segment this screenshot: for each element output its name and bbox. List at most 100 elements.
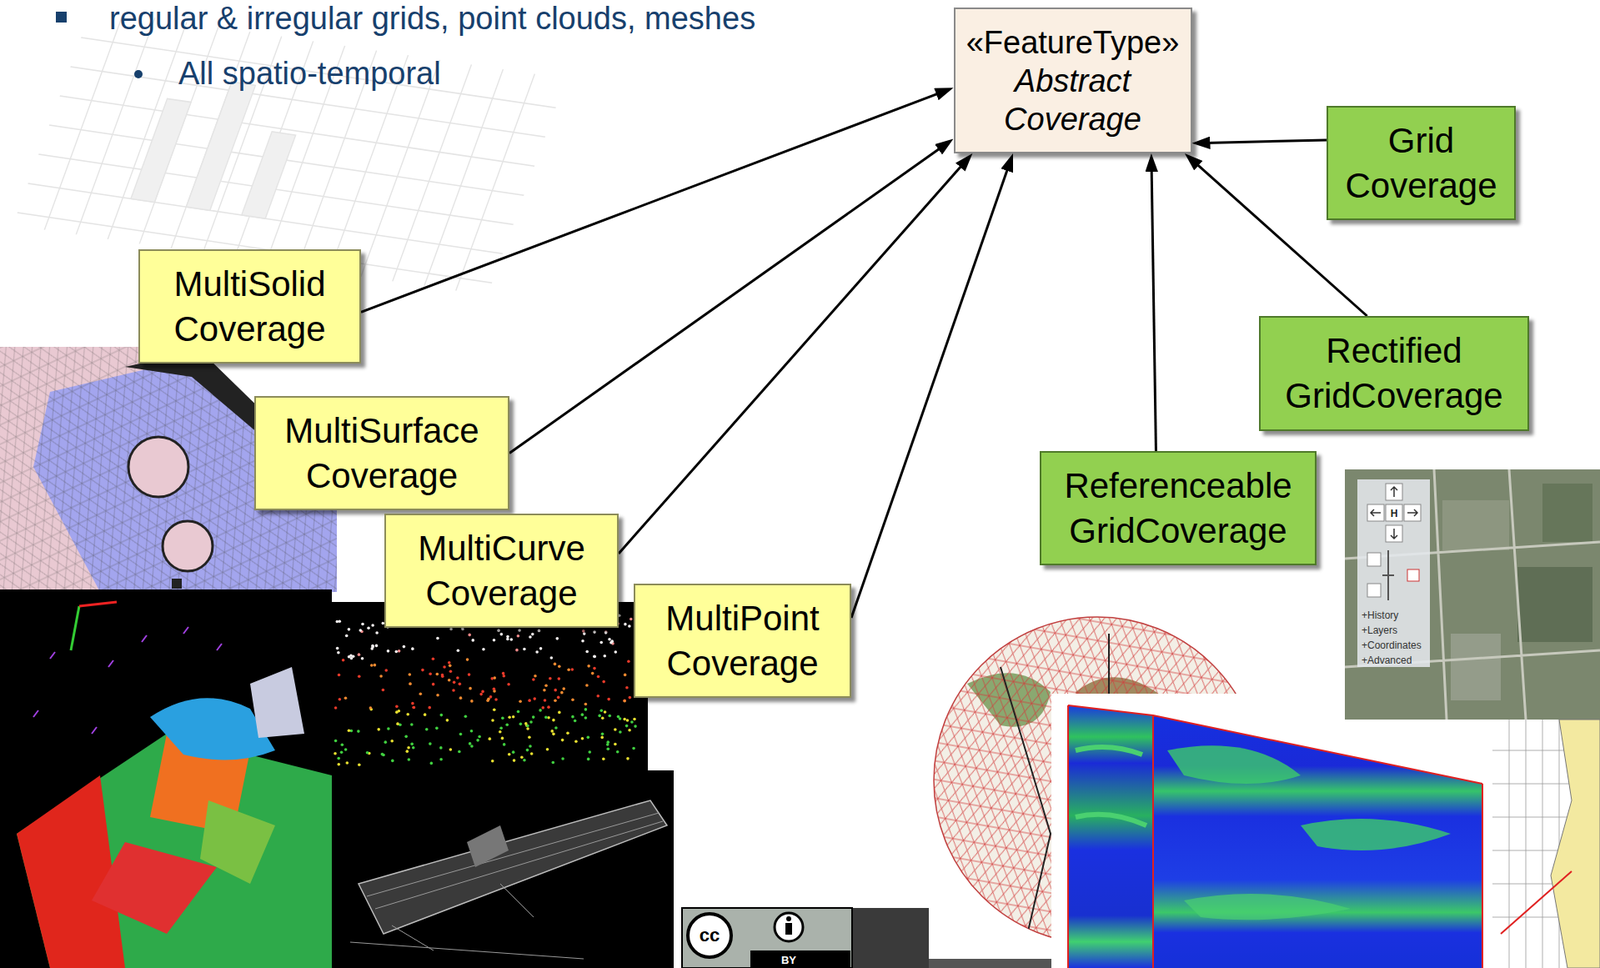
multi-class-box: MultiSolid Coverage xyxy=(138,249,362,364)
point-cloud-dot xyxy=(531,632,535,637)
point-cloud-dot xyxy=(584,702,588,707)
point-cloud-dot xyxy=(592,655,597,659)
point-cloud-dot xyxy=(467,633,472,637)
point-cloud-dot xyxy=(601,757,606,761)
point-cloud-dot xyxy=(601,732,605,737)
map-screenshot-illustration-part xyxy=(1450,633,1501,701)
point-cloud-dot xyxy=(628,696,632,700)
point-cloud-dot xyxy=(585,683,589,688)
point-cloud-dot xyxy=(532,697,537,701)
point-cloud-dot xyxy=(419,692,423,696)
point-cloud-dot xyxy=(456,676,460,680)
multi-class-box: MultiSurface Coverage xyxy=(254,396,510,511)
point-cloud-dot xyxy=(431,657,436,661)
point-cloud-dot xyxy=(369,706,373,710)
point-cloud-dot xyxy=(531,677,536,682)
point-cloud-dot xyxy=(436,636,440,641)
point-cloud-dot xyxy=(376,727,381,732)
point-cloud-dot xyxy=(571,715,575,719)
point-cloud-dot xyxy=(373,663,377,668)
point-cloud-dot xyxy=(623,622,627,627)
point-cloud-dot xyxy=(407,757,412,762)
point-cloud-dot xyxy=(390,739,394,743)
point-cloud-dot xyxy=(584,716,588,720)
point-cloud-dot xyxy=(492,638,497,643)
background-table-watermark-part xyxy=(130,98,191,202)
point-cloud-dot xyxy=(623,673,627,678)
map-screenshot-illustration-part xyxy=(1357,479,1430,668)
stereotype: «FeatureType» xyxy=(963,23,1183,62)
point-cloud-dot xyxy=(585,650,589,654)
point-cloud-dot xyxy=(498,730,502,734)
point-cloud-dot xyxy=(397,709,402,713)
point-cloud-dot xyxy=(467,672,472,677)
point-cloud-dot xyxy=(603,710,607,714)
point-cloud-dot xyxy=(490,677,494,681)
point-cloud-dot xyxy=(506,682,511,687)
point-cloud-dot xyxy=(627,624,632,628)
point-cloud-dot xyxy=(464,714,468,718)
terrain-illustration-part xyxy=(200,800,276,884)
point-cloud-dot xyxy=(391,759,395,763)
point-cloud-dot xyxy=(491,759,495,763)
data-cube-illustration-part xyxy=(1300,818,1451,851)
data-cube-illustration-part xyxy=(1068,705,1483,968)
grid-class-box: Grid Coverage xyxy=(1326,105,1516,221)
bullet-markers-part xyxy=(55,11,67,23)
coastline-grid-illustration xyxy=(1492,719,1600,968)
point-cloud-dot xyxy=(468,687,472,691)
point-cloud-dot xyxy=(456,648,461,653)
point-cloud-dot xyxy=(625,724,629,728)
class-name: Grid Coverage xyxy=(1336,118,1506,209)
point-cloud-dot xyxy=(515,648,519,653)
point-cloud-dot xyxy=(421,668,425,673)
point-cloud-dot xyxy=(560,691,564,695)
point-cloud-dot xyxy=(551,761,556,765)
point-cloud-dot xyxy=(458,682,462,687)
point-cloud-dot xyxy=(476,738,480,743)
point-cloud-dot xyxy=(337,620,342,624)
point-cloud-dot xyxy=(566,731,570,735)
point-cloud-dot xyxy=(341,743,345,748)
license-badge-part xyxy=(852,907,929,968)
background-table-watermark-part xyxy=(185,81,256,211)
point-cloud-dot xyxy=(597,714,602,718)
point-cloud-dot xyxy=(518,699,522,703)
point-cloud-dot xyxy=(604,630,608,634)
point-cloud-dot xyxy=(553,662,557,667)
class-name: Referenceable GridCoverage xyxy=(1049,463,1307,554)
generalization-arrow xyxy=(1151,166,1156,452)
class-name: Rectified GridCoverage xyxy=(1268,328,1520,419)
point-cloud-dot xyxy=(470,744,474,748)
point-cloud-dot xyxy=(554,726,558,730)
bullet-text: regular & irregular grids, point clouds,… xyxy=(109,0,756,37)
point-cloud-dot xyxy=(347,728,352,733)
point-cloud-dot xyxy=(346,761,350,765)
class-name: MultiSurface Coverage xyxy=(264,408,500,499)
point-cloud-dot xyxy=(470,699,474,703)
point-cloud-dot xyxy=(557,664,562,668)
point-cloud-dot xyxy=(613,727,617,732)
point-cloud-dot xyxy=(492,707,497,712)
point-cloud-dot xyxy=(381,688,386,693)
point-cloud-dot xyxy=(586,664,591,668)
point-cloud-dot xyxy=(537,629,542,633)
point-cloud-dot xyxy=(361,622,365,627)
point-cloud-dot xyxy=(592,630,597,634)
point-cloud-dot xyxy=(607,714,612,718)
point-cloud-dot xyxy=(531,715,536,719)
abstract-class-box: «FeatureType»Abstract Coverage xyxy=(953,7,1193,154)
map-screenshot-illustration-part xyxy=(1367,552,1381,567)
point-cloud-dot xyxy=(502,742,507,747)
point-cloud-dot xyxy=(494,697,498,702)
point-cloud-dot xyxy=(371,644,375,648)
point-cloud-dot xyxy=(408,672,412,677)
map-screenshot-illustration-part xyxy=(1370,486,1418,539)
map-screenshot-illustration-part xyxy=(1344,469,1600,720)
point-cloud-dot xyxy=(557,677,562,681)
point-cloud-dot xyxy=(452,681,457,685)
point-cloud-dot xyxy=(527,698,532,703)
point-cloud-dot xyxy=(491,718,495,723)
map-menu-item: +History xyxy=(1361,608,1399,622)
point-cloud-dot xyxy=(457,750,462,754)
